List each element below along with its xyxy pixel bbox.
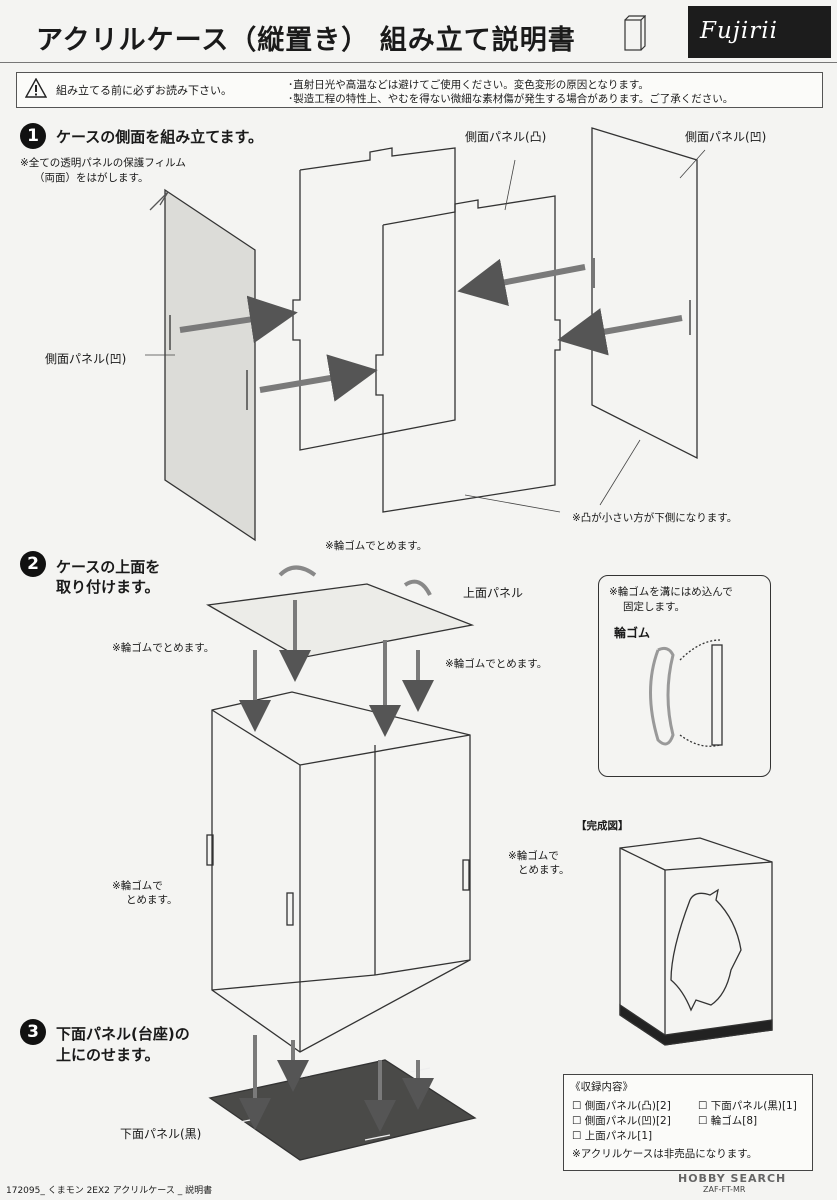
inset-note-1: ※輪ゴムを溝にはめ込んで [609,586,733,598]
contents-item: ☐ 輪ゴム[8] [698,1115,758,1127]
film-note-2: （両面）をはがします。 [34,172,149,184]
side-panel-convex-front [375,195,561,513]
warning-icon [25,78,47,98]
step-1-heading: ケースの側面を組み立てます。 [56,128,264,146]
side-panel-left [164,188,256,542]
step-3-heading-2: 上にのせます。 [56,1046,160,1064]
contents-item: ☐ 上面パネル[1] [572,1130,653,1142]
contents-box [563,1074,813,1171]
rubber-note-top: ※輪ゴムでとめます。 [325,540,428,552]
footer-code: ZAF-FT-MR [703,1185,746,1194]
step-1-badge: 1 [20,123,46,149]
case-body [211,691,471,1053]
film-note-1: ※全ての透明パネルの保護フィルム [20,157,186,169]
contents-note: ※アクリルケースは非売品になります。 [572,1148,758,1160]
contents-item: ☐ 側面パネル(凸)[2] [572,1100,671,1112]
side-rubber-left-1: ※輪ゴムで [112,880,163,892]
rubber-note-left: ※輪ゴムでとめます。 [112,642,215,654]
notice-main-text: 組み立てる前に必ずお読み下さい。 [56,84,232,97]
step-2-badge: 2 [20,551,46,577]
contents-title: 《収録内容》 [570,1081,633,1093]
step-3-heading-1: 下面パネル(台座)の [56,1025,190,1043]
bottom-panel [208,1059,477,1161]
label-top-panel: 上面パネル [463,586,524,600]
notice-box [16,72,823,108]
label-side-concave-right: 側面パネル(凹) [685,130,767,144]
case-icon [624,15,646,51]
side-panel-right [591,127,698,460]
step-3-badge: 3 [20,1019,46,1045]
rubber-inset-box [598,575,771,777]
side-rubber-right-1: ※輪ゴムで [508,850,559,862]
rubber-note-right: ※輪ゴムでとめます。 [445,658,548,670]
brand-logo: Fujirii [700,18,778,44]
top-panel [206,583,475,659]
character-silhouette [670,888,742,1012]
step-2-heading-1: ケースの上面を [56,558,161,576]
side-rubber-right-2: とめます。 [518,864,570,876]
label-bottom-panel: 下面パネル(黒) [120,1127,202,1141]
inset-note-2: 固定します。 [623,601,685,613]
contents-item: ☐ 下面パネル(黒)[1] [698,1100,797,1112]
complete-label: 【完成図】 [576,820,629,832]
label-side-convex: 側面パネル(凸) [465,130,547,144]
side-rubber-left-2: とめます。 [126,894,178,906]
bottom-side-note: ※凸が小さい方が下側になります。 [572,512,738,524]
watermark: HOBBY SEARCH [678,1172,787,1185]
page-title: アクリルケース（縦置き） 組み立て説明書 [36,25,576,56]
header-bar [0,0,837,63]
notice-line-1: ･直射日光や高温などは避けてご使用ください。変色変形の原因となります。 [288,79,649,91]
footer-text: 172095_ くまモン 2EX2 アクリルケース _ 説明書 [6,1186,213,1196]
brand-box [688,6,831,58]
notice-line-2: ･製造工程の特性上、やむを得ない微細な素材傷が発生する場合があります。ご了承くだ… [288,93,734,105]
inset-rubber-label: 輪ゴム [614,626,651,640]
side-panel-convex-back [292,147,456,451]
contents-item: ☐ 側面パネル(凹)[2] [572,1115,671,1127]
label-side-concave-left: 側面パネル(凹) [45,352,127,366]
step-2-heading-2: 取り付けます。 [56,578,160,596]
